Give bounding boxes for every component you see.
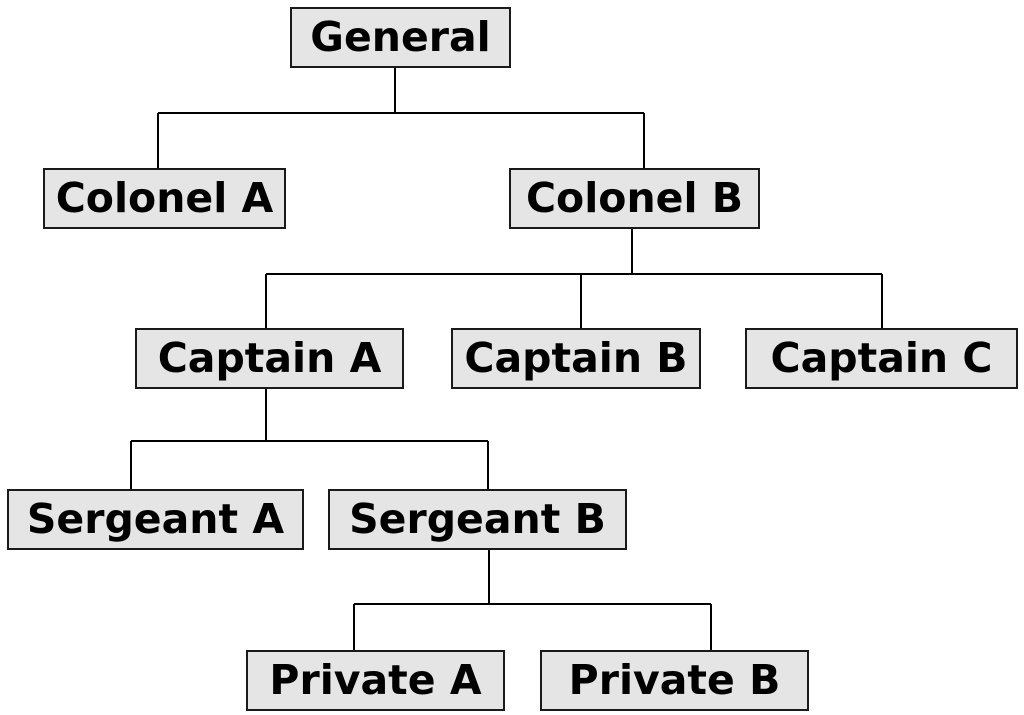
node-colonel-a: Colonel A (43, 168, 286, 229)
node-colonel-b: Colonel B (509, 168, 760, 229)
node-general: General (290, 7, 511, 68)
node-captain-a: Captain A (135, 328, 404, 389)
node-captain-c: Captain C (745, 328, 1018, 389)
connector-general-to-colonels (157, 68, 645, 168)
connector-colonel-b-to-captains (265, 229, 883, 328)
connector-captain-a-to-sergeants (130, 389, 489, 489)
node-captain-b: Captain B (451, 328, 701, 389)
node-sergeant-b: Sergeant B (328, 489, 627, 550)
node-sergeant-a: Sergeant A (7, 489, 304, 550)
node-private-a: Private A (246, 650, 505, 711)
node-private-b: Private B (540, 650, 809, 711)
connector-sergeant-b-to-privates (353, 550, 712, 650)
